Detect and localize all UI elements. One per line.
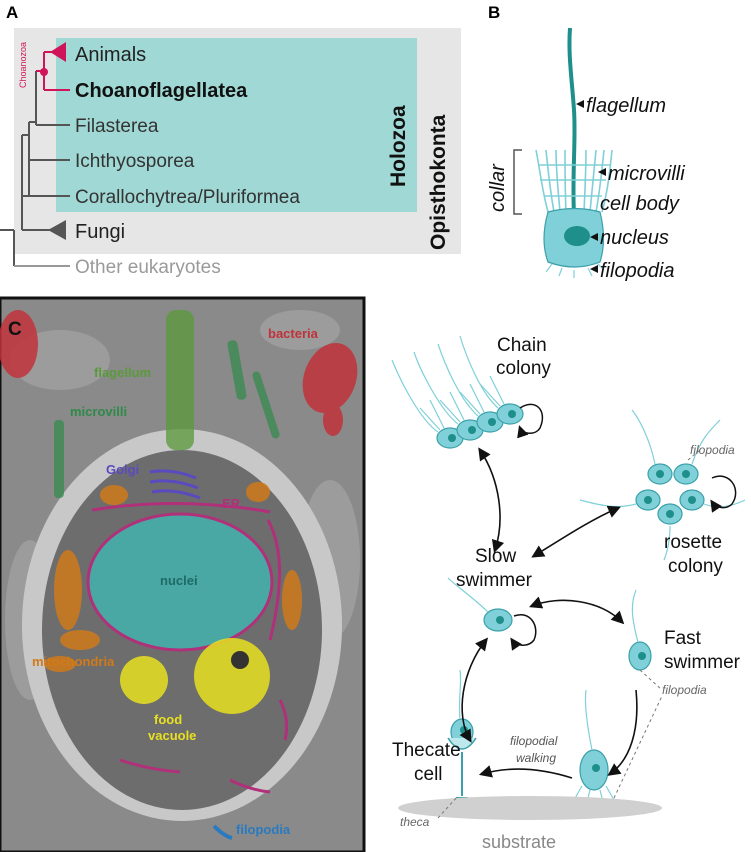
tem-mitochondria: [44, 482, 302, 672]
taxon-corallochytrea: Corallochytrea/Pluriformea: [75, 187, 300, 208]
chain-colony-nuclei: [448, 410, 516, 442]
taxon-choanoflagellatea: Choanoflagellatea: [75, 80, 248, 102]
cell-flagellum: [567, 27, 577, 216]
phylogeny-tree: [0, 71, 70, 267]
slow-swimmer-rotation-arrow: [510, 613, 537, 651]
taxon-fungi: Fungi: [75, 221, 125, 243]
label-filopodia: filopodia: [600, 260, 675, 282]
slow-swimmer-flagellum: [447, 577, 489, 613]
annotation-substrate: substrate: [482, 832, 556, 852]
label-tem-filopodia: filopodia: [236, 822, 291, 837]
taxon-animals: Animals: [75, 44, 146, 66]
annotation-filopodial: filopodial: [510, 734, 558, 748]
chain-colony-collars: [391, 335, 505, 433]
tem-frame: [0, 296, 366, 852]
rosette-colony-nuclei: [644, 470, 696, 518]
choanozoa-node-icon: [40, 68, 48, 76]
tem-nucleus: [86, 512, 274, 652]
holozoa-box: [56, 38, 417, 212]
label-food-vacuole-2: vacuole: [148, 728, 196, 743]
chain-rotation-arrow: [517, 403, 544, 439]
tem-golgi: [149, 469, 201, 500]
leader-lines: [437, 449, 701, 819]
tem-er: [91, 502, 271, 514]
pointer-arrows: [576, 100, 606, 273]
label-thecate: Thecate: [392, 740, 461, 761]
label-cell-body: cell body: [600, 193, 680, 215]
label-food-vacuole-1: food: [154, 712, 182, 727]
panel-c: C bacteria flagellum microvilli Golgi ER…: [0, 296, 366, 852]
tem-food-vacuole-1: [120, 656, 168, 704]
label-chain: Chain: [497, 335, 547, 356]
label-fast: Fast: [664, 628, 702, 649]
label-tem-flagellum: flagellum: [94, 365, 151, 380]
label-thecate-cell: cell: [414, 764, 443, 785]
substrate-surface: [398, 796, 662, 820]
label-bacteria: bacteria: [268, 326, 319, 341]
panel-a: A Choanozoa Animals Choan: [0, 3, 461, 278]
label-rosette: rosette: [664, 532, 722, 553]
label-tem-microvilli: microvilli: [70, 404, 127, 419]
fungi-clade-icon: [48, 220, 66, 240]
panel-d: Chain colony rosette colony Slow swimmer…: [391, 335, 746, 852]
rosette-rotation-arrow: [710, 475, 737, 513]
tem-er-2: [266, 519, 281, 641]
fast-swimmer-flagellum: [631, 589, 639, 643]
tem-er-fragments: [119, 699, 289, 794]
fast-swimmer-nucleus: [638, 652, 646, 660]
walking-cell-nucleus: [592, 764, 600, 772]
cell-nucleus: [564, 226, 590, 246]
label-mitochondria: mitochondria: [32, 654, 115, 669]
annotation-filopodia-top: filopodia: [690, 443, 735, 457]
label-rosette-colony: colony: [668, 556, 723, 577]
taxon-filasterea: Filasterea: [75, 116, 159, 137]
tem-microvilli: [54, 340, 280, 498]
label-golgi: Golgi: [106, 462, 139, 477]
opisthokonta-label: Opisthokonta: [427, 114, 450, 250]
thecate-flagellum: [458, 669, 462, 720]
label-microvilli: microvilli: [608, 163, 685, 185]
label-collar: collar: [487, 163, 509, 212]
cell-filopodia: [545, 262, 605, 278]
tem-filopodia: [212, 824, 233, 840]
annotation-walking: walking: [516, 751, 556, 765]
transition-arrows: [459, 447, 638, 779]
label-nucleus: nucleus: [600, 227, 669, 249]
tem-vacuole-content: [231, 651, 249, 669]
tem-flagellum: [166, 310, 194, 450]
label-er: ER: [222, 496, 241, 511]
annotation-filopodia-mid: filopodia: [662, 683, 707, 697]
taxon-ichthyosporea: Ichthyosporea: [75, 151, 195, 172]
animals-clade-icon: [50, 42, 66, 62]
label-slow-swimmer: swimmer: [456, 570, 533, 591]
taxon-other-eukaryotes: Other eukaryotes: [75, 257, 221, 278]
collar-bracket: [513, 149, 522, 215]
panel-a-letter: A: [6, 3, 18, 22]
panel-c-letter: C: [8, 319, 22, 340]
collar-microvilli: [535, 149, 613, 213]
choanozoa-label: Choanozoa: [18, 42, 28, 88]
rosette-colony-flagella: [579, 409, 746, 561]
tem-bacteria: [0, 310, 358, 436]
label-slow: Slow: [475, 546, 516, 567]
label-chain-colony: colony: [496, 358, 551, 379]
label-nuclei: nuclei: [160, 573, 198, 588]
tem-food-vacuole-2: [194, 638, 270, 714]
slow-swimmer-nucleus: [496, 616, 504, 624]
label-flagellum: flagellum: [586, 95, 666, 117]
label-fast-swimmer: swimmer: [664, 652, 741, 673]
panel-b: B collar: [487, 3, 685, 282]
holozoa-label: Holozoa: [387, 105, 410, 187]
panel-b-letter: B: [488, 3, 500, 22]
annotation-theca: theca: [400, 815, 430, 829]
